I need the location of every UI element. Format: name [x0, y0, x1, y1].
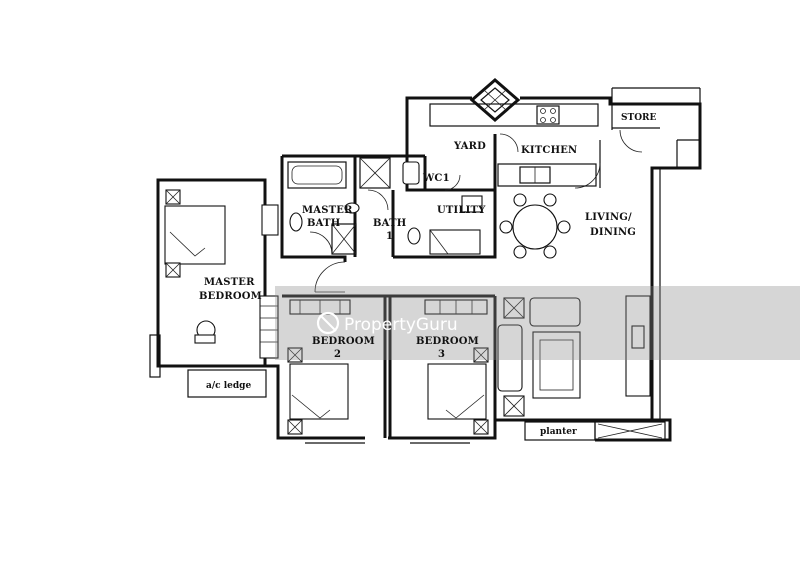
label-planter: planter [540, 427, 577, 437]
sofa-icon [529, 297, 581, 327]
rug-icon [532, 331, 581, 399]
room-labels: YARD KITCHEN STORE WC1 MASTER BATH BATH … [199, 113, 657, 437]
label-dining: DINING [590, 227, 636, 238]
living-furniture [497, 193, 651, 417]
label-wc1: WC1 [422, 173, 450, 184]
label-living: LIVING/ [585, 212, 632, 223]
label-kitchen: KITCHEN [521, 145, 577, 156]
label-master-bedroom-2: BEDROOM [199, 291, 262, 302]
bedroom3-furniture [424, 299, 489, 435]
master-bedroom-furniture [164, 189, 279, 359]
label-store: STORE [621, 113, 657, 123]
label-master-bath-1: MASTER [302, 205, 353, 216]
label-bedroom2-1: BEDROOM [312, 336, 375, 347]
bath-fixtures [287, 157, 483, 255]
master-bed-icon [164, 205, 226, 265]
label-master-bath-2: BATH [307, 218, 340, 229]
label-bedroom3-2: 3 [438, 349, 445, 360]
wardrobe-icon [259, 295, 279, 359]
label-master-bedroom-1: MASTER [204, 277, 255, 288]
shower-icon [359, 157, 391, 189]
door-swings [309, 129, 643, 293]
bay-window-icon [469, 78, 521, 122]
label-utility: UTILITY [437, 205, 486, 216]
label-bedroom2-2: 2 [334, 349, 341, 360]
watermark: PropertyGuru [275, 286, 800, 360]
propertyguru-logo-icon [316, 311, 340, 335]
bedroom3-bed-icon [427, 363, 487, 420]
kitchen-fixtures [429, 78, 599, 187]
label-yard: YARD [453, 141, 486, 152]
toilet-icon [289, 212, 303, 232]
label-bath1-1: BATH [373, 218, 406, 229]
bathtub-icon [287, 161, 347, 189]
dining-table-icon [512, 204, 558, 250]
watermark-brand: PropertyGuru [344, 315, 458, 335]
bedroom2-furniture [287, 299, 351, 435]
ac-ledge-box [187, 369, 267, 398]
label-bath1-2: 1 [386, 231, 393, 242]
bedroom2-bed-icon [289, 363, 349, 420]
label-ac-ledge: a/c ledge [206, 381, 251, 391]
stove-icon [536, 105, 560, 125]
label-bedroom3-1: BEDROOM [416, 336, 479, 347]
